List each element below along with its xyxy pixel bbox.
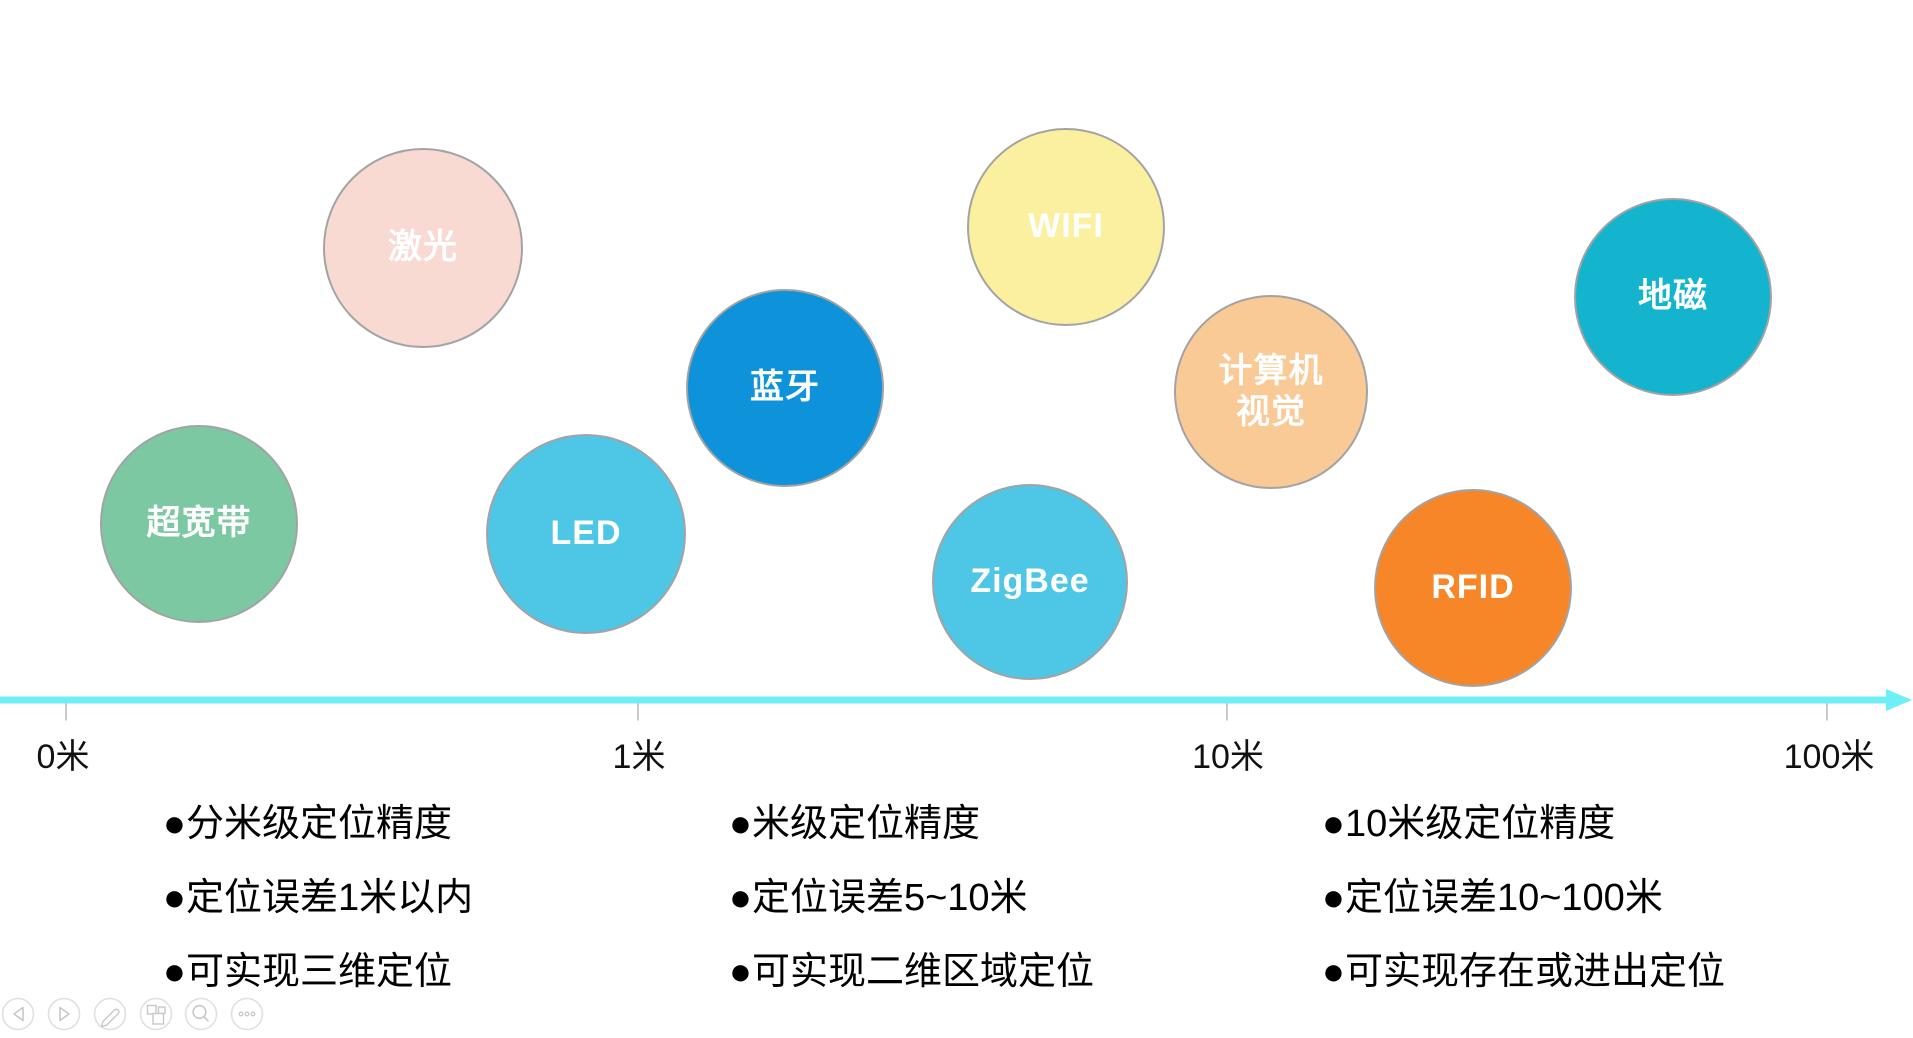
bubble-uwb: 超宽带 bbox=[100, 425, 298, 623]
bubble-label: WIFI bbox=[1028, 207, 1104, 246]
legend-item: ●可实现三维定位 bbox=[163, 951, 452, 993]
presenter-toolbar bbox=[1, 997, 264, 1031]
slide-panels-button[interactable] bbox=[139, 997, 173, 1031]
legend-item: ●定位误差10~100米 bbox=[1322, 877, 1663, 919]
axis-arrowhead-icon bbox=[1886, 689, 1912, 711]
bubble-zigbee: ZigBee bbox=[932, 484, 1128, 680]
axis-tick bbox=[637, 703, 639, 721]
bubble-rfid: RFID bbox=[1374, 489, 1572, 687]
legend-item: ●定位误差5~10米 bbox=[729, 877, 1028, 919]
bubble-label: 地磁 bbox=[1638, 277, 1708, 316]
bubble-bluetooth: 蓝牙 bbox=[686, 289, 884, 487]
bubble-laser: 激光 bbox=[323, 148, 523, 348]
previous-slide-button[interactable] bbox=[1, 997, 35, 1031]
axis-tick-label: 100米 bbox=[1783, 738, 1875, 776]
more-options-icon bbox=[238, 1011, 256, 1017]
axis-tick-label: 10米 bbox=[1192, 738, 1264, 776]
bubble-geomagnetic: 地磁 bbox=[1574, 198, 1772, 396]
magnifier-icon bbox=[192, 1004, 210, 1022]
play-icon bbox=[59, 1006, 70, 1022]
legend-item: ●10米级定位精度 bbox=[1322, 803, 1616, 845]
bubble-label: ZigBee bbox=[970, 562, 1090, 601]
bubble-label: 激光 bbox=[388, 228, 458, 267]
play-next-button[interactable] bbox=[47, 997, 81, 1031]
pen-icon bbox=[100, 1008, 120, 1028]
legend-item: ●可实现存在或进出定位 bbox=[1322, 951, 1725, 993]
annotate-pen-button[interactable] bbox=[93, 997, 127, 1031]
axis-tick-label: 1米 bbox=[612, 738, 666, 776]
axis-tick-label: 0米 bbox=[36, 738, 90, 776]
bubble-label: 蓝牙 bbox=[750, 368, 820, 407]
legend-item: ●分米级定位精度 bbox=[163, 803, 452, 845]
legend-column-1: ●分米级定位精度 ●定位误差1米以内 ●可实现三维定位 bbox=[163, 787, 473, 1009]
bubble-computer-vision: 计算机视觉 bbox=[1174, 295, 1368, 489]
legend-item: ●米级定位精度 bbox=[729, 803, 980, 845]
legend-column-2: ●米级定位精度 ●定位误差5~10米 ●可实现二维区域定位 bbox=[729, 787, 1094, 1009]
axis-tick bbox=[1826, 703, 1828, 721]
slide-panels-icon bbox=[146, 1004, 166, 1025]
legend-item: ●可实现二维区域定位 bbox=[729, 951, 1094, 993]
bubble-led: LED bbox=[486, 434, 686, 634]
bubble-label: 计算机 bbox=[1218, 351, 1324, 390]
axis-line bbox=[0, 696, 1888, 704]
range-axis bbox=[0, 689, 1912, 721]
axis-tick bbox=[65, 703, 67, 721]
bubble-label: 视觉 bbox=[1236, 393, 1306, 431]
bubble-label: LED bbox=[550, 514, 622, 553]
previous-slide-icon bbox=[13, 1006, 24, 1022]
axis-tick bbox=[1226, 703, 1228, 721]
legend-column-3: ●10米级定位精度 ●定位误差10~100米 ●可实现存在或进出定位 bbox=[1322, 787, 1725, 1009]
magnifier-button[interactable] bbox=[184, 997, 218, 1031]
bubble-wifi: WIFI bbox=[967, 128, 1165, 326]
more-options-button[interactable] bbox=[230, 997, 264, 1031]
legend-item: ●定位误差1米以内 bbox=[163, 877, 474, 919]
bubble-label: RFID bbox=[1431, 568, 1515, 607]
bubble-label: 超宽带 bbox=[146, 504, 252, 543]
